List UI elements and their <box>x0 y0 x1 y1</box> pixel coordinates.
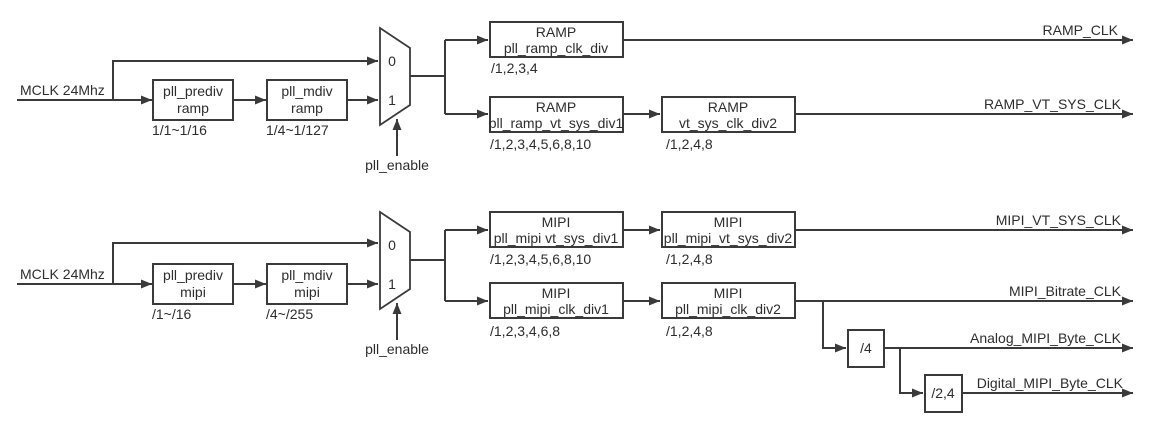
div24-label: /2,4 <box>931 385 955 401</box>
div4-block: /4 <box>847 329 885 368</box>
ramp-mdiv-box <box>266 79 348 121</box>
div4-box <box>847 329 885 368</box>
div24-box <box>924 374 963 413</box>
mipi-mdiv-range: /4~/255 <box>266 306 313 322</box>
mipi-mux-shape <box>379 210 411 311</box>
digital-byte-output-label: Digital_MIPI_Byte_CLK <box>977 375 1124 391</box>
mipi-prediv-range: /1~/16 <box>152 306 192 322</box>
ramp-prediv-line2: ramp <box>177 100 209 116</box>
ramp-vt-output-label: RAMP_VT_SYS_CLK <box>984 96 1122 112</box>
ramp-mux-in1-label: 1 <box>388 92 396 108</box>
ramp-prediv-line1: pll_prediv <box>163 83 223 99</box>
ramp-mux-shape <box>379 26 411 127</box>
ramp-mux: 0 1 pll_enable <box>365 26 429 173</box>
analog-byte-output-label: Analog_MIPI_Byte_CLK <box>970 330 1122 346</box>
mipi-vt-div1-line1: MIPI <box>542 214 571 230</box>
mipi-vt-div2-line2: pll_mipi_vt_sys_div2 <box>664 230 793 246</box>
ramp-mclk-input-label: MCLK 24Mhz <box>20 82 105 98</box>
mipi-section: MCLK 24Mhz pll_prediv mipi /1~/16 pll_md… <box>17 210 1133 413</box>
mipi-mdiv-line1: pll_mdiv <box>281 267 332 283</box>
mipi-vt-div2-block: MIPI pll_mipi_vt_sys_div2 /1,2,4,8 <box>661 211 796 267</box>
mipi-mux: 0 1 pll_enable <box>365 210 429 357</box>
ramp-clk-div-range: /1,2,3,4 <box>491 60 538 76</box>
mipi-vt-output-label: MIPI_VT_SYS_CLK <box>996 212 1122 228</box>
mipi-mdiv-block: pll_mdiv mipi /4~/255 <box>266 263 348 322</box>
ramp-vt-div1-line1: RAMP <box>536 99 576 115</box>
mipi-mdiv-line2: mipi <box>294 284 320 300</box>
div24-block: /2,4 <box>924 374 963 413</box>
mipi-vt-div2-line1: MIPI <box>714 214 743 230</box>
mipi-clk-div1-line1: MIPI <box>542 285 571 301</box>
ramp-pll-enable-label: pll_enable <box>365 157 429 173</box>
ramp-clk-div-line2: pll_ramp_clk_div <box>504 40 608 56</box>
mipi-clk-div1-range: /1,2,3,4,6,8 <box>490 323 560 339</box>
ramp-vt-div1-range: /1,2,3,4,5,6,8,10 <box>490 136 591 152</box>
ramp-vt-div2-box <box>661 96 796 133</box>
wire-to-div24 <box>899 348 923 398</box>
mipi-pll-enable-label: pll_enable <box>365 341 429 357</box>
ramp-mdiv-line1: pll_mdiv <box>281 83 332 99</box>
mipi-mux-in0-label: 0 <box>388 237 396 253</box>
ramp-clk-output-label: RAMP_CLK <box>1043 22 1119 38</box>
ramp-vt-div1-box <box>489 96 624 133</box>
mipi-clk-div1-box <box>489 282 624 319</box>
ramp-mdiv-block: pll_mdiv ramp 1/4~1/127 <box>266 79 348 138</box>
mipi-clk-div1-block: MIPI pll_mipi_clk_div1 /1,2,3,4,6,8 <box>489 282 624 339</box>
mipi-vt-div2-range: /1,2,4,8 <box>666 251 713 267</box>
ramp-bypass-wire <box>112 56 378 100</box>
mipi-bitrate-output-label: MIPI_Bitrate_CLK <box>1009 283 1122 299</box>
mipi-clk-div1-line2: pll_mipi_clk_div1 <box>503 301 609 317</box>
ramp-vt-div2-line1: RAMP <box>708 99 748 115</box>
mipi-prediv-box <box>152 263 234 305</box>
ramp-mux-in0-label: 0 <box>388 53 396 69</box>
wire-to-div4 <box>822 301 846 353</box>
ramp-clk-div-line1: RAMP <box>536 24 576 40</box>
ramp-vt-div1-line2: pll_ramp_vt_sys_div1 <box>489 115 624 131</box>
mipi-vt-div1-block: MIPI pll_mipi vt_sys_div1 /1,2,3,4,5,6,8… <box>489 211 624 267</box>
mipi-prediv-line1: pll_prediv <box>163 267 223 283</box>
mipi-vt-div1-range: /1,2,3,4,5,6,8,10 <box>490 251 591 267</box>
ramp-clk-div-block: RAMP pll_ramp_clk_div /1,2,3,4 <box>489 21 624 76</box>
mipi-clk-div2-line1: MIPI <box>714 285 743 301</box>
mipi-clk-div2-line2: pll_mipi_clk_div2 <box>675 301 781 317</box>
mipi-prediv-block: pll_prediv mipi /1~/16 <box>152 263 234 322</box>
ramp-prediv-range: 1/1~1/16 <box>152 122 207 138</box>
mipi-mux-in1-label: 1 <box>388 276 396 292</box>
mipi-mclk-input-label: MCLK 24Mhz <box>20 266 105 282</box>
mipi-clk-div2-block: MIPI pll_mipi_clk_div2 /1,2,4,8 <box>661 282 796 339</box>
mipi-clk-div2-range: /1,2,4,8 <box>666 323 713 339</box>
ramp-vt-div2-block: RAMP vt_sys_clk_div2 /1,2,4,8 <box>661 96 796 152</box>
ramp-vt-div2-range: /1,2,4,8 <box>666 136 713 152</box>
ramp-vt-div2-line2: vt_sys_clk_div2 <box>679 115 777 131</box>
mipi-clk-div2-box <box>661 282 796 319</box>
ramp-mdiv-range: 1/4~1/127 <box>266 122 329 138</box>
ramp-section: MCLK 24Mhz pll_prediv ramp 1/1~1/16 pll_… <box>17 21 1133 173</box>
div4-label: /4 <box>860 340 872 356</box>
ramp-vt-div1-block: RAMP pll_ramp_vt_sys_div1 /1,2,3,4,5,6,8… <box>489 96 624 152</box>
mipi-prediv-line2: mipi <box>180 284 206 300</box>
ramp-prediv-block: pll_prediv ramp 1/1~1/16 <box>152 79 234 138</box>
mipi-vt-div1-line2: pll_mipi vt_sys_div1 <box>494 230 619 246</box>
ramp-mdiv-line2: ramp <box>291 100 323 116</box>
mipi-bypass-wire <box>112 238 378 284</box>
